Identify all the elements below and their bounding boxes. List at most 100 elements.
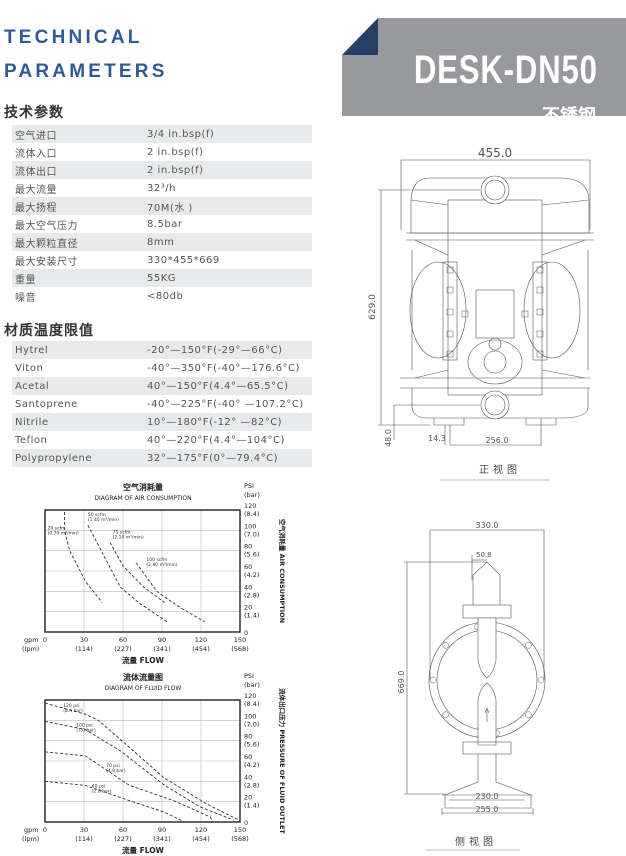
x-unit-sublabel: (lpm): [22, 835, 39, 843]
bolt-icon: [536, 286, 544, 294]
bolt-icon: [442, 711, 449, 718]
row-value: 10°—180°F(-12° —82°C): [147, 416, 283, 428]
row-value: 8mm: [147, 236, 175, 248]
x-tick-label: 150: [234, 826, 246, 834]
series-line: [87, 525, 168, 623]
chart-subtitle: DIAGRAM OF FLUID FLOW: [105, 685, 182, 692]
x-unit-sublabel: (lpm): [22, 645, 39, 653]
y-tick-label: 20: [244, 794, 252, 802]
row-label: Acetal: [15, 380, 50, 392]
series-sublabel: (2.80 m³/min): [146, 562, 177, 568]
row-label: 最大空气压力: [15, 220, 78, 232]
bolt-icon: [536, 350, 544, 358]
y-tick-sublabel: (1.4): [244, 802, 259, 810]
x-tick-label: 30: [80, 636, 88, 644]
bolt-icon: [537, 676, 545, 684]
bolt-icon: [525, 711, 532, 718]
x-tick-sublabel: (114): [75, 835, 92, 843]
table-row: Nitrile 10°—180°F(-12° —82°C): [12, 413, 312, 431]
bolt-icon: [446, 266, 454, 274]
chart-title: 流体流量图: [123, 672, 163, 682]
x-tick-label: 120: [195, 636, 207, 644]
table-row: Hytrel-20°—150°F(-29°—66°C): [12, 341, 312, 359]
y-tick-label: 40: [244, 773, 252, 781]
model-name: DESK-DN50: [414, 48, 598, 92]
series-label: 100 psi: [76, 722, 92, 728]
row-value: 55KG: [147, 272, 177, 284]
table-row: 最大扬程 70M(水 ): [12, 197, 312, 215]
bolt-icon: [474, 623, 481, 631]
y-tick-sublabel: (4.2): [244, 571, 259, 579]
y-tick-sublabel: (5.6): [244, 551, 259, 559]
y-tick-label: 80: [244, 543, 252, 551]
y-tick-sublabel: (8.4): [244, 510, 259, 518]
bolt-icon: [446, 308, 454, 316]
bolt-icon: [446, 330, 454, 338]
x-tick-sublabel: (227): [114, 835, 131, 843]
bolt-icon: [536, 330, 544, 338]
front-view-caption: 正视图: [479, 465, 521, 476]
y-tick-label: 100: [244, 712, 256, 720]
side-view-caption: 侧视图: [455, 837, 497, 848]
row-value: -40°—225°F(-40° —107.2°C): [147, 398, 304, 410]
series-sublabel: (7.0 bar): [76, 727, 96, 733]
tech-params-heading: 技术参数: [4, 105, 64, 121]
bolt-icon: [461, 310, 469, 318]
y-tick-label: 80: [244, 733, 252, 741]
title-parameters: PARAMETERS: [4, 61, 168, 82]
row-value: 40°—220°F(4.4°—104°C): [147, 434, 285, 446]
table-row: Viton-40°—350°F(-40°—176.6°C): [12, 359, 312, 377]
y-tick-label: 0: [244, 819, 248, 827]
series-line: [109, 542, 165, 603]
series-sublabel: (2.10 m³/min): [113, 534, 144, 540]
row-label: 最大扬程: [15, 202, 57, 214]
y-tick-sublabel: (8.4): [244, 700, 259, 708]
y-tick-label: 40: [244, 583, 252, 591]
y-unit-sublabel: (bar): [244, 491, 260, 499]
row-label: Nitrile: [15, 416, 49, 428]
bolt-icon: [446, 286, 454, 294]
series-sublabel: (4.9 bar): [106, 768, 126, 774]
row-value: 70M(水 ): [147, 202, 193, 214]
chart-title: 空气消耗量: [123, 482, 163, 492]
series-line: [44, 751, 214, 822]
series-line: [44, 720, 234, 821]
series-sublabel: (0.70 m³/min): [48, 530, 79, 536]
row-value: 2 in.bsp(f): [147, 164, 204, 176]
row-label: Santoprene: [15, 398, 78, 410]
row-label: 最大颗粒直径: [15, 238, 78, 250]
series-line: [44, 702, 239, 821]
x-tick-label: 150: [234, 636, 246, 644]
title-technical: TECHNICAL: [4, 27, 143, 48]
row-value: 8.5bar: [147, 218, 183, 230]
chart-subtitle: DIAGRAM OF AIR CONSUMPTION: [94, 495, 191, 502]
material-label: 不锈钢: [542, 106, 596, 127]
y-unit-label: PSI: [244, 672, 254, 680]
bolt-icon: [493, 729, 500, 737]
x-tick-label: 30: [80, 826, 88, 834]
row-label: 最大流量: [15, 184, 57, 196]
air-consumption-chart: 空气消耗量 DIAGRAM OF AIR CONSUMPTION 0 30(114) 6…: [22, 482, 287, 665]
dim-height-629: 629.0: [368, 294, 378, 320]
row-value: -40°—350°F(-40°—176.6°C): [147, 362, 300, 374]
series-label: 40 psi: [92, 783, 106, 789]
series-label: 20 scfm: [48, 525, 66, 531]
x-tick-sublabel: (114): [75, 645, 92, 653]
banner-shape: [342, 18, 626, 116]
row-value: 2 in.bsp(f): [147, 146, 204, 158]
y-tick-label: 0: [244, 629, 248, 637]
y-tick-label: 60: [244, 563, 252, 571]
y-tick-sublabel: (4.2): [244, 761, 259, 769]
x-tick-label: 60: [119, 636, 127, 644]
dim-port-50: 50.8: [476, 551, 492, 559]
series-label: 120 psi: [63, 703, 79, 709]
y-tick-sublabel: (5.6): [244, 741, 259, 749]
x-tick-label: 0: [43, 636, 47, 644]
y-tick-label: 20: [244, 604, 252, 612]
dim-base-255: 255.0: [476, 805, 499, 814]
